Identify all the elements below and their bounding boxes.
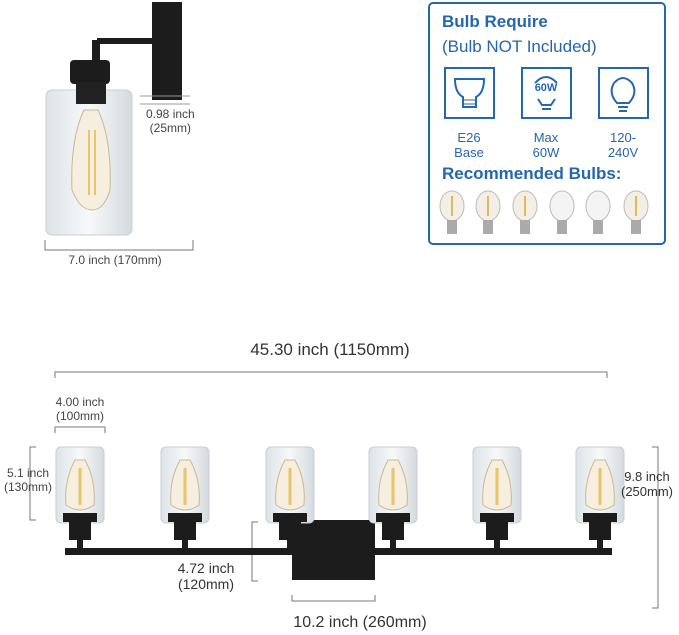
bulb-title: Bulb Require: [442, 12, 548, 31]
spec-line: 240V: [607, 144, 639, 160]
depth-inch: 0.98 inch: [146, 107, 195, 121]
spec-line: 120-: [609, 130, 637, 145]
bulb-subtitle: (Bulb NOT Included): [442, 37, 597, 56]
sconce-width-label: 7.0 inch (170mm): [68, 253, 162, 267]
light-shade: [160, 446, 210, 550]
plate-height-label: 4.72 inch(120mm): [168, 560, 244, 592]
shade-height-inch: 5.1 inch: [6, 466, 50, 480]
plate-width-label: 10.2 inch (260mm): [293, 614, 427, 631]
spec-voltage: 120-240V: [588, 130, 658, 161]
60w-bulb-icon: 60W: [521, 67, 572, 119]
depth-mm: (25mm): [149, 120, 192, 135]
total-height-inch: 9.8 inch: [624, 469, 670, 484]
six-light-fixture: [29, 371, 659, 609]
light-shade: [472, 446, 522, 550]
60w-icon-text: 60W: [535, 82, 558, 94]
spec-line: Max: [533, 130, 559, 145]
bulb-outline-icon: [598, 67, 649, 119]
plate-height-inch: 4.72 inch: [177, 560, 235, 576]
total-height-label: 9.8 inch(250mm): [614, 469, 679, 500]
bulb-image: [585, 190, 611, 234]
shade-width-mm: (100mm): [55, 408, 104, 423]
bulb-image: [549, 190, 575, 234]
bulb-images: [439, 190, 649, 234]
sconce-depth-label: 0.98 inch(25mm): [146, 107, 195, 136]
bulb-image: [512, 190, 538, 234]
spec-line: Base: [454, 144, 484, 160]
shade-height-mm: (130mm): [3, 479, 52, 494]
shade-width-label: 4.00 inch(100mm): [50, 395, 110, 424]
bulb-image: [475, 190, 501, 234]
bulb-image: [623, 190, 649, 234]
shade-height-label: 5.1 inch(130mm): [0, 466, 56, 495]
light-shade: [55, 446, 105, 550]
light-shade: [575, 446, 625, 550]
recommended-title: Recommended Bulbs:: [442, 164, 622, 183]
shade-width-inch: 4.00 inch: [55, 395, 105, 409]
plate-height-mm: (120mm): [177, 576, 234, 593]
total-width-label: 45.30 inch (1150mm): [250, 340, 410, 359]
light-shade: [368, 446, 418, 550]
spec-line: E26: [457, 130, 481, 145]
e26-base-icon: [444, 67, 495, 119]
single-sconce: [44, 2, 194, 251]
total-height-mm: (250mm): [620, 483, 673, 499]
bulb-requirements-box: Bulb Require (Bulb NOT Included) 60W E26…: [428, 2, 666, 245]
bulb-image: [439, 190, 465, 234]
spec-line: 60W: [532, 144, 560, 160]
light-shade: [265, 446, 315, 550]
